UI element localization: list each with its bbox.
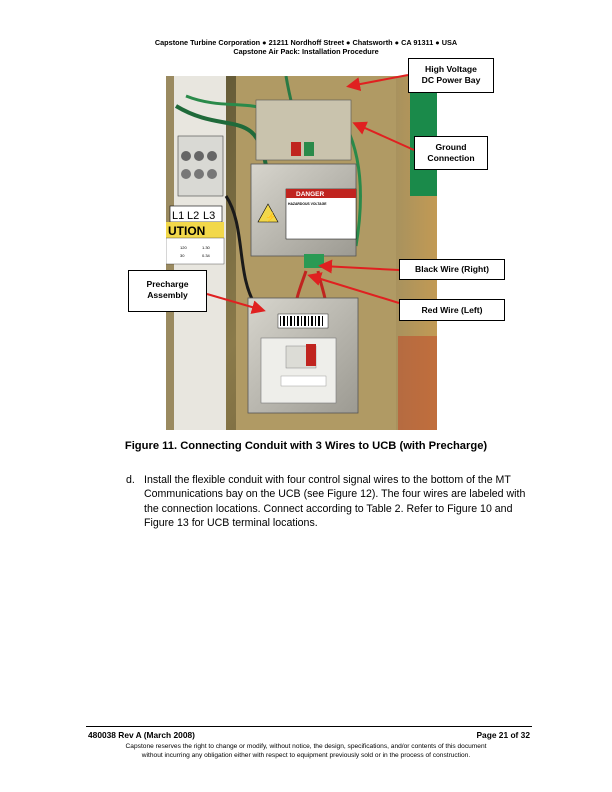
table-cell: 120 [180,245,187,250]
callout-line: Ground [435,142,467,152]
step-text: Install the flexible conduit with four c… [144,474,526,529]
terminal-label-l2: L2 [187,210,199,222]
footer-doc-id: 480038 Rev A (March 2008) [88,730,195,740]
svg-text:⚡: ⚡ [265,211,276,223]
step-paragraph: d. Install the flexible conduit with fou… [126,473,536,530]
figure-caption: Figure 11. Connecting Conduit with 3 Wir… [124,440,488,452]
callout-high-voltage: High Voltage DC Power Bay [408,58,494,93]
terminal-label-l1: L1 [172,210,184,222]
callout-red-wire: Red Wire (Left) [399,299,505,321]
footer-page-number: Page 21 of 32 [476,730,530,740]
footer-rule [86,726,532,727]
callout-precharge-assembly: Precharge Assembly [128,270,207,312]
caution-label: UTION [168,224,205,238]
callout-line: High Voltage [425,64,477,74]
header-title: Capstone Air Pack: Installation Procedur… [233,47,379,56]
step-letter: d. [126,474,135,486]
callout-black-wire: Black Wire (Right) [399,259,505,280]
terminal-label-l3: L3 [203,210,215,222]
table-cell: 0.34 [202,253,211,258]
table-cell: 1.30 [202,245,211,250]
disclaimer-line: Capstone reserves the right to change or… [125,743,487,750]
ucb-photo: L1 L2 L3 UTION 120 1.30 30 0.34 DANGER H… [166,76,437,430]
callout-line: Assembly [147,290,188,300]
danger-sublabel: HAZARDOUS VOLTAGE [288,202,327,206]
danger-label: DANGER [296,191,324,198]
callout-ground-connection: Ground Connection [414,136,488,170]
table-cell: 30 [180,253,185,258]
disclaimer-line: without incurring any obligation either … [141,751,471,759]
callout-line: DC Power Bay [421,75,481,85]
footer-disclaimer: Capstone reserves the right to change or… [0,743,612,760]
callout-line: Precharge [146,279,189,289]
header-address: Capstone Turbine Corporation ● 21211 Nor… [154,38,458,47]
callout-line: Connection [427,153,475,163]
